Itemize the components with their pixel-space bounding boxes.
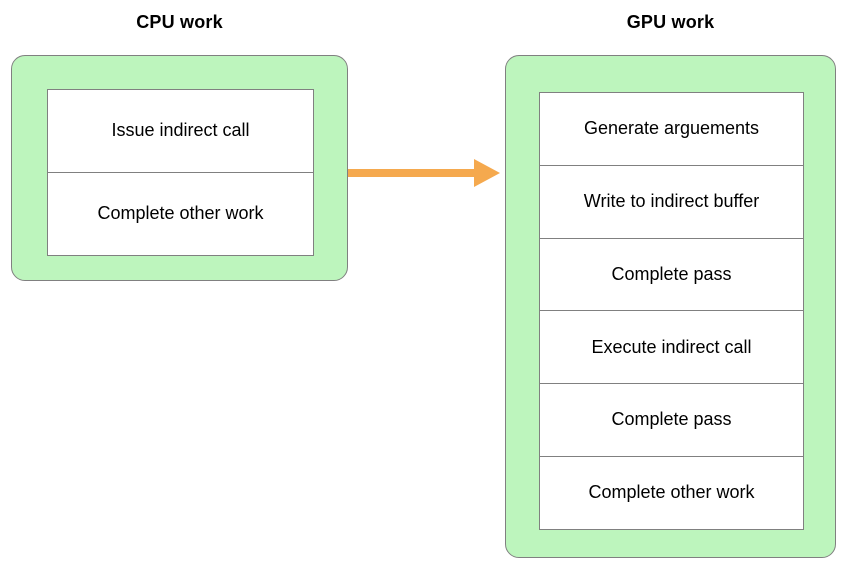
gpu-column-title: GPU work — [626, 12, 715, 32]
gpu-step-row: Complete other work — [540, 456, 803, 529]
gpu-step-row: Write to indirect buffer — [540, 164, 803, 238]
gpu-step-row: Complete pass — [540, 383, 803, 456]
right-arrow-icon — [348, 159, 500, 187]
gpu-step-row: Complete pass — [540, 237, 803, 311]
cpu-step-stack: Issue indirect call Complete other work — [47, 89, 314, 256]
gpu-step-row: Generate arguements — [583, 118, 760, 139]
cpu-step-row: Issue indirect call — [111, 120, 250, 141]
cpu-step-row: Complete other work — [48, 172, 313, 255]
gpu-step-stack: Generate arguements Write to indirect bu… — [539, 92, 804, 530]
cpu-column-title: CPU work — [136, 12, 223, 32]
gpu-work-panel: Generate arguements Write to indirect bu… — [505, 55, 836, 558]
gpu-step-row: Execute indirect call — [540, 310, 803, 383]
cpu-work-panel: Issue indirect call Complete other work — [11, 55, 348, 281]
